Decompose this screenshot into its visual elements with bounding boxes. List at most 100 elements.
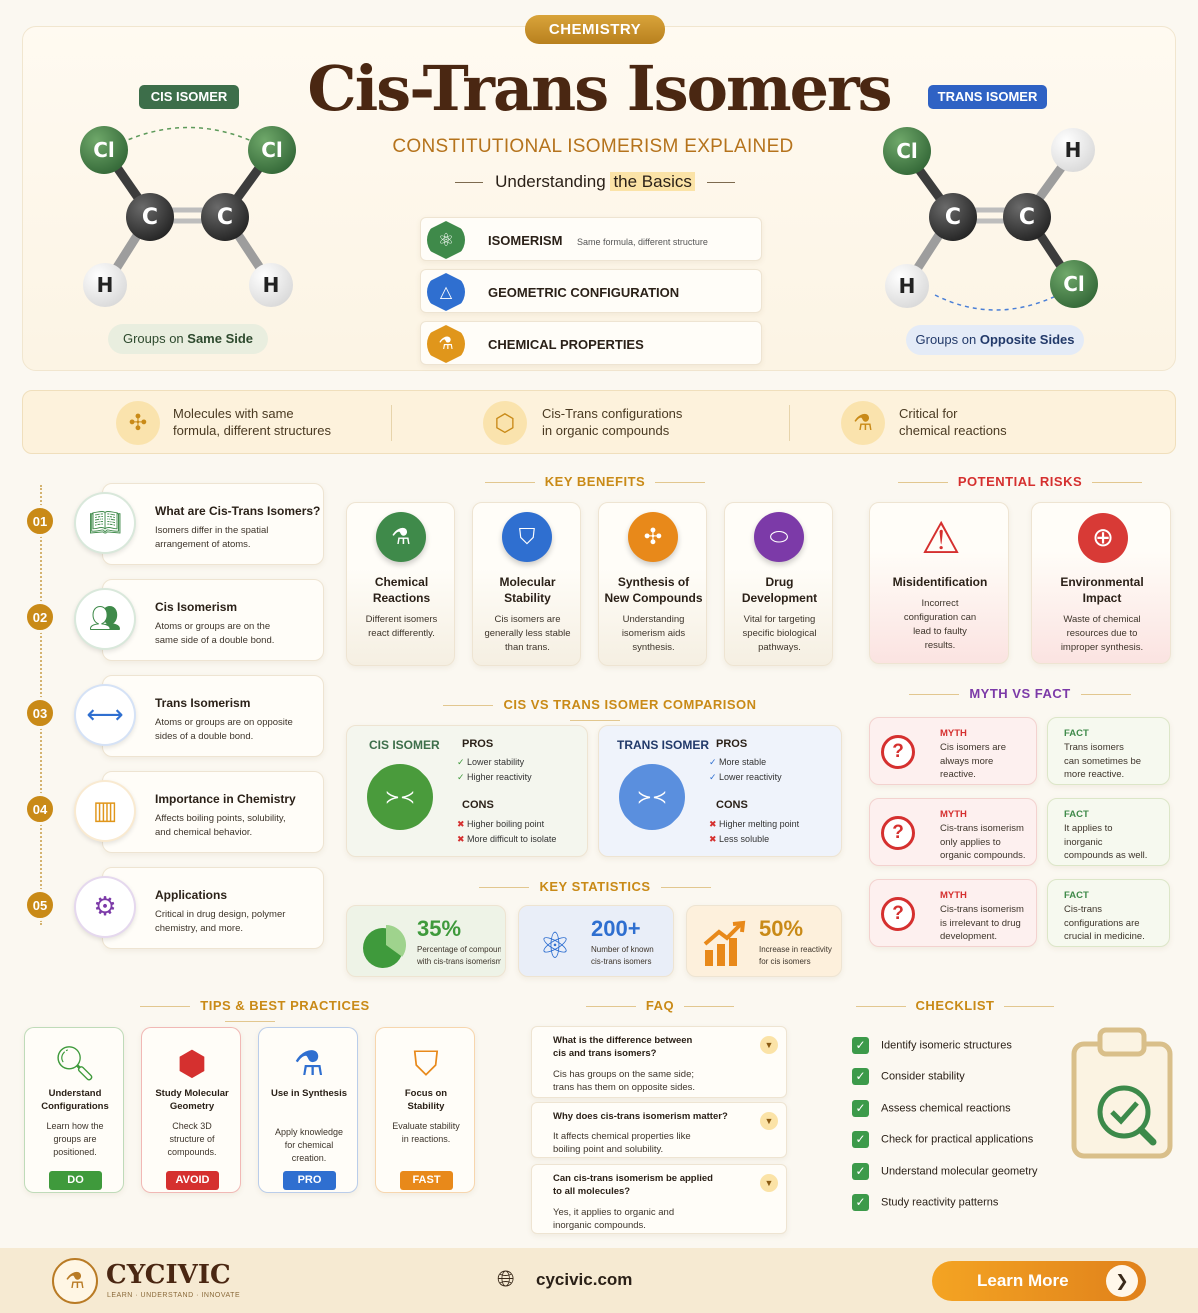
checkbox-checked-icon[interactable]: ✓ <box>852 1131 869 1149</box>
checklist-title: CHECKLIST <box>840 998 1070 1013</box>
myths-title: MYTH VS FACT <box>880 686 1160 701</box>
page-title: Cis-Trans Isomers <box>307 52 892 125</box>
stat-value: 35% <box>417 916 462 941</box>
trans-comparison-card: TRANS ISOMER ≻≺ PROS ✓ More stable ✓ Low… <box>598 725 842 857</box>
page-subtitle: CONSTITUTIONAL ISOMERISM EXPLAINED <box>392 136 794 157</box>
chevron-down-icon[interactable]: ▼ <box>760 1112 778 1130</box>
step-number: 03 <box>24 697 56 729</box>
faq-item[interactable]: Why does cis-trans isomerism matter? ▼ I… <box>531 1102 787 1158</box>
faq-question-line: What is the difference between <box>553 1035 693 1046</box>
risks-title-text: POTENTIAL RISKS <box>957 474 1083 489</box>
brand-tagline: LEARN · UNDERSTAND · INNOVATE <box>107 1292 241 1299</box>
step-item: 03 Trans Isomerism Atoms or groups are o… <box>24 675 326 757</box>
trans-caption-emphasis: Opposite Sides <box>979 332 1075 347</box>
step-desc-line: same side of a double bond. <box>155 635 275 646</box>
faq-answer-line: Yes, it applies to organic and <box>553 1207 675 1218</box>
cis-comparison-card: CIS ISOMER ≻≺ PROS ✓ Lower stability ✓ H… <box>346 725 588 857</box>
footer: ⚗ CYCIVIC LEARN · UNDERSTAND · INNOVATE … <box>0 1248 1198 1313</box>
risk-title-line: Misidentification <box>892 575 988 589</box>
checklist-item[interactable]: ✓Check for practical applications <box>852 1131 1033 1149</box>
stat-desc-line: with cis-trans isomerism <box>417 957 501 966</box>
checklist-text: Consider stability <box>881 1070 965 1083</box>
benefit-desc-line: Different isomers <box>365 614 438 625</box>
tip-tag: AVOID <box>166 1171 219 1190</box>
step-card: Importance in Chemistry Affects boiling … <box>102 771 324 853</box>
pill-icon: ⬭ <box>754 512 804 562</box>
risk-title-line: Environmental <box>1060 575 1144 589</box>
tips-title: TIPS & BEST PRACTICES <box>100 998 400 1028</box>
globe-icon: 🌐︎ <box>497 1267 515 1292</box>
checkbox-checked-icon[interactable]: ✓ <box>852 1099 869 1117</box>
stat-desc-line: cis-trans isomers <box>591 957 652 966</box>
clipboard-icon <box>1071 1027 1173 1159</box>
faq-title: FAQ <box>530 998 790 1013</box>
step-desc-line: Atoms or groups are on the <box>155 621 271 632</box>
strip-text: Cis-Trans configurations <box>542 406 683 421</box>
website-link[interactable]: cycivic.com <box>536 1270 633 1289</box>
tip-title-line: Understand <box>48 1088 102 1099</box>
feature-title: ISOMERISM <box>488 233 563 248</box>
step-desc-line: and chemical behavior. <box>155 827 253 838</box>
checkbox-checked-icon[interactable]: ✓ <box>852 1068 869 1086</box>
checklist-item[interactable]: ✓Study reactivity patterns <box>852 1194 998 1211</box>
tip-desc-line: creation. <box>291 1153 327 1163</box>
benefit-desc-line: generally less stable <box>484 628 571 639</box>
benefit-desc-line: Vital for targeting <box>743 614 816 625</box>
trans-con-item: ✖ Less soluble <box>709 834 770 844</box>
checklist-item[interactable]: ✓ Assess chemical reactions <box>852 1099 1011 1117</box>
checkbox-checked-icon[interactable]: ✓ <box>852 1194 869 1211</box>
checklist-text: Assess chemical reactions <box>881 1102 1011 1115</box>
faq-title-text: FAQ <box>645 998 675 1013</box>
myth-line: is irrelevant to drug <box>940 917 1021 929</box>
benefit-title-line: Reactions <box>372 591 431 605</box>
faq-answer-line: trans has them on opposite sides. <box>553 1082 696 1093</box>
step-item: 04 Importance in Chemistry Affects boili… <box>24 771 326 853</box>
cube-icon: ⬢ <box>177 1044 207 1084</box>
stat-desc-line: for cis isomers <box>759 957 811 966</box>
faq-question: Why does cis-trans isomerism matter? <box>553 1110 728 1123</box>
cis-con-text: More difficult to isolate <box>467 834 557 844</box>
chevron-down-icon[interactable]: ▼ <box>760 1036 778 1054</box>
benefits-title: KEY BENEFITS <box>440 474 750 489</box>
question-icon: ? <box>881 816 915 850</box>
faq-answer: Cis has groups on the same side;trans ha… <box>553 1068 695 1094</box>
feature-row-isomerism: ⚛ ISOMERISM Same formula, different stru… <box>420 217 762 261</box>
learn-more-button[interactable]: Learn More ❯ <box>932 1261 1146 1301</box>
chevron-down-icon[interactable]: ▼ <box>760 1174 778 1192</box>
people-icon: 👥︎ <box>74 588 136 650</box>
checklist-item[interactable]: ✓ Consider stability <box>852 1068 965 1086</box>
cis-caption-text: Groups on <box>122 331 188 346</box>
step-card: Cis Isomerism Atoms or groups are on the… <box>102 579 324 661</box>
faq-answer-line: inorganic compounds. <box>553 1220 646 1231</box>
checkbox-checked-icon[interactable]: ✓ <box>852 1037 869 1054</box>
cis-hydrogen-atom: H <box>83 263 127 307</box>
checklist-item[interactable]: ✓Identify isomeric structures <box>852 1037 1012 1054</box>
fact-line: compounds as well. <box>1064 850 1148 861</box>
checklist-item[interactable]: ✓Understand molecular geometry <box>852 1162 1038 1180</box>
tip-tag: DO <box>49 1171 102 1190</box>
fact-line: crucial in medicine. <box>1064 931 1145 942</box>
checkbox-checked-icon[interactable]: ✓ <box>852 1162 869 1180</box>
myth-label: MYTH <box>940 890 967 901</box>
step-desc-line: chemistry, and more. <box>155 923 243 934</box>
fact-label: FACT <box>1064 728 1089 739</box>
tip-desc-line: structure of <box>169 1134 215 1144</box>
